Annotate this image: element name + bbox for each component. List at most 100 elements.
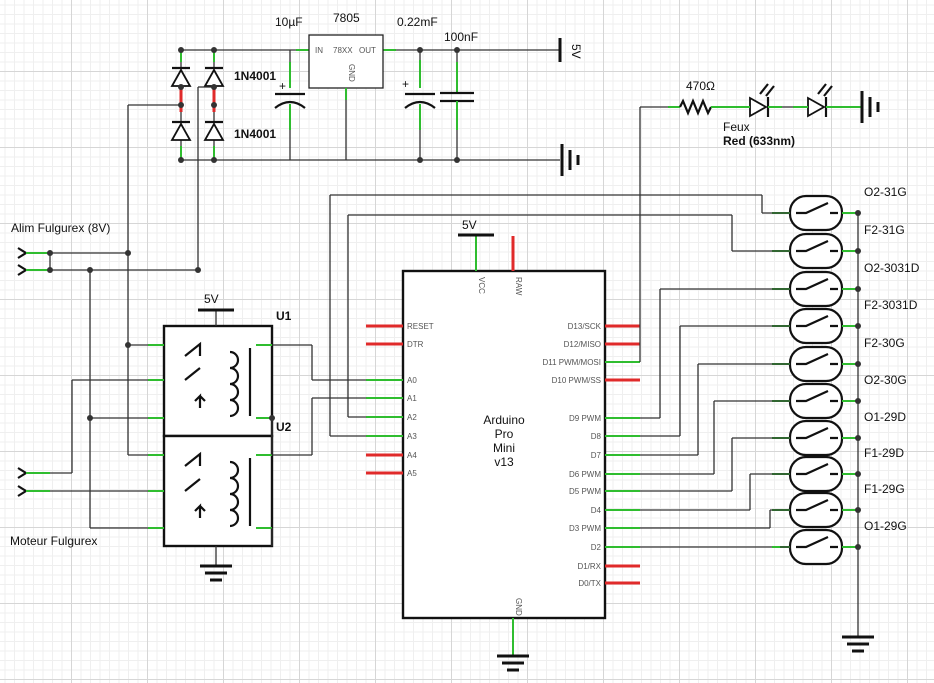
arduino-left-pin-label: A1	[407, 394, 417, 403]
switch-contact	[796, 352, 838, 366]
diode-bottom-label: 1N4001	[234, 127, 276, 141]
arduino-right-pin-label: D13/SCK	[568, 322, 602, 331]
switch-label: F1-29G	[864, 482, 905, 496]
arduino-right-pin-label: D12/MISO	[564, 340, 601, 349]
arduino-right-pin-label: D1/RX	[577, 562, 601, 571]
switch-contact	[796, 498, 838, 512]
arduino-right-pin-label: D3 PWM	[569, 524, 601, 533]
arduino-right-pin-label: D11 PWM/MOSI	[542, 358, 601, 367]
arduino-left-pin-label: RESET	[407, 322, 434, 331]
relay-u1: U1	[148, 309, 292, 438]
switch-wiring	[330, 194, 790, 548]
diode-d3	[170, 120, 192, 141]
resistor-470	[679, 98, 712, 116]
switch-bank: O2-31G F2-31G O2-3031D F2-3031D F2-30G O2-30G…	[772, 185, 920, 566]
reg-gnd-label: GND	[347, 64, 356, 82]
arduino-vcc-label: 5V	[462, 218, 477, 232]
diode-d1	[170, 66, 192, 87]
ground-symbol-led	[860, 91, 880, 123]
arduino-right-pin-label: D0/TX	[578, 579, 601, 588]
switch-contact	[796, 426, 838, 440]
switch-contact	[796, 201, 838, 215]
capacitor-100nf	[440, 50, 474, 160]
arduino-line-2: Pro	[495, 427, 514, 441]
cap2-label: 0.22mF	[397, 15, 438, 29]
alim-connector: Alim Fulgurex (8V)	[11, 221, 201, 276]
led-name-label: Feux	[723, 120, 750, 134]
arduino-right-pin-label: D9 PWM	[569, 414, 601, 423]
svg-text:+: +	[402, 77, 409, 91]
relay-vcc-label: 5V	[204, 292, 219, 306]
switch-label: O2-30G	[864, 373, 907, 387]
led-chain: 470Ω Feux Red (633nm)	[639, 79, 880, 362]
reg-in-label: IN	[315, 46, 323, 55]
pin-gnd-label: GND	[514, 598, 523, 616]
arduino-right-pin-label: D6 PWM	[569, 470, 601, 479]
switch-label: O2-31G	[864, 185, 907, 199]
switch-label: O2-3031D	[864, 261, 920, 275]
cap1-label: 10µF	[275, 15, 303, 29]
cap3-label: 100nF	[444, 30, 478, 44]
u1-label: U1	[276, 309, 292, 323]
arduino-right-pin-label: D10 PWM/SS	[552, 376, 601, 385]
arduino-right-pin-label: D7	[591, 451, 602, 460]
svg-text:+: +	[279, 79, 286, 93]
switch-item: O2-31G	[772, 185, 907, 232]
arduino-right-pin-label: D8	[591, 432, 602, 441]
pin-vcc-label: VCC	[477, 277, 486, 294]
arduino-right-pin-label: D5 PWM	[569, 487, 601, 496]
arduino-left-pin-label: A4	[407, 451, 417, 460]
switch-label: F2-31G	[864, 223, 905, 237]
reg-label: 7805	[333, 11, 360, 25]
led-color-label: Red (633nm)	[723, 134, 795, 148]
arduino-pro-mini: Arduino Pro Mini v13 VCC RAW 5V GND RESE…	[366, 218, 780, 672]
ground-symbol-relay	[200, 564, 232, 582]
regulator-7805	[308, 34, 384, 89]
switch-label: F2-3031D	[864, 298, 918, 312]
ground-symbol-top	[560, 144, 580, 176]
arduino-left-pin-label: DTR	[407, 340, 424, 349]
switch-contact	[796, 389, 838, 403]
arduino-left-pin-label: A0	[407, 376, 417, 385]
vout-label: 5V	[569, 44, 583, 59]
arduino-left-pin-label: A5	[407, 469, 417, 478]
switch-label: F2-30G	[864, 336, 905, 350]
reg-out-label: OUT	[359, 46, 376, 55]
diode-top-label: 1N4001	[234, 69, 276, 83]
arduino-line-4: v13	[494, 455, 514, 469]
res-label: 470Ω	[686, 79, 715, 93]
arduino-right-pin-label: D2	[591, 543, 602, 552]
arduino-left-pin-label: A2	[407, 413, 417, 422]
switch-contact	[796, 239, 838, 253]
capacitor-022mf: +	[402, 50, 436, 160]
diode-d2	[203, 66, 225, 87]
alim-label: Alim Fulgurex (8V)	[11, 221, 110, 235]
power-supply: 5V IN 78XX OUT GND 7805	[170, 11, 583, 176]
switch-contact	[796, 535, 838, 549]
switch-item: F2-31G	[772, 223, 905, 270]
switch-item: O2-3031D	[772, 261, 920, 308]
moteur-label: Moteur Fulgurex	[10, 534, 97, 548]
switch-label: O1-29D	[864, 410, 906, 424]
led-2	[807, 83, 833, 118]
switch-contact	[796, 462, 838, 476]
switch-contact	[796, 277, 838, 291]
switch-label: F1-29D	[864, 446, 904, 460]
moteur-connector: Moteur Fulgurex	[10, 379, 148, 548]
u2-label: U2	[276, 420, 292, 434]
arduino-right-pin-label: D4	[591, 506, 602, 515]
pin-raw-label: RAW	[514, 277, 523, 296]
switch-label: O1-29G	[864, 519, 907, 533]
relay-u2: U2	[148, 420, 292, 548]
bridge-input-wiring	[127, 86, 214, 455]
arduino-line-1: Arduino	[483, 413, 525, 427]
ground-symbol-arduino	[497, 654, 529, 672]
ground-symbol-switches	[842, 635, 874, 653]
diode-d4	[203, 120, 225, 141]
arduino-line-3: Mini	[493, 441, 515, 455]
reg-type-label: 78XX	[333, 46, 353, 55]
switch-item: O1-29G	[772, 519, 907, 566]
arduino-left-pin-label: A3	[407, 432, 417, 441]
led-1	[749, 83, 775, 118]
